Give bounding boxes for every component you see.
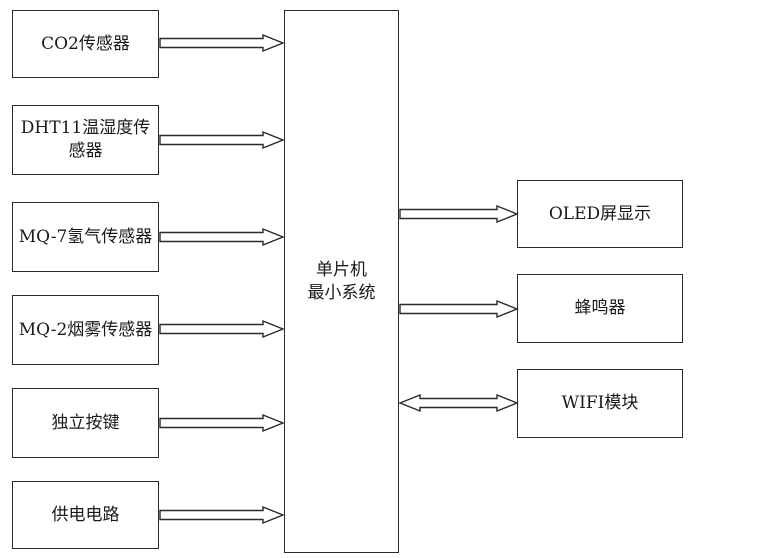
input-box-co2-sensor: CO2传感器 [12, 10, 159, 78]
output-label: WIFI模块 [561, 393, 639, 414]
input-label: MQ-2烟雾传感器 [18, 319, 153, 340]
output-label: 蜂鸣器 [574, 298, 626, 319]
input-box-dht11-sensor: DHT11温湿度传 感器 [12, 105, 159, 175]
input-label-line2: 感器 [68, 141, 103, 161]
output-box-wifi-module: WIFI模块 [517, 369, 683, 438]
arrow-power-to-mcu [159, 505, 285, 525]
arrow-mcu-wifi-bidirectional [398, 393, 519, 413]
input-label: MQ-7氢气传感器 [18, 226, 153, 247]
input-label: 独立按键 [51, 412, 120, 433]
output-box-oled-display: OLED屏显示 [517, 180, 683, 248]
mcu-box: 单片机 最小系统 [284, 10, 399, 553]
input-label: CO2传感器 [41, 33, 130, 54]
arrow-co2-to-mcu [159, 33, 285, 53]
input-label: 供电电路 [51, 504, 120, 525]
input-label-line1: DHT11温湿度传 [20, 118, 151, 139]
mcu-label-line2: 最小系统 [307, 282, 376, 303]
input-box-power-circuit: 供电电路 [12, 481, 159, 549]
output-label: OLED屏显示 [548, 203, 652, 224]
arrow-mq2-to-mcu [159, 319, 285, 339]
input-box-mq2-sensor: MQ-2烟雾传感器 [12, 295, 159, 365]
mcu-label-line1: 单片机 [316, 259, 367, 280]
arrow-keys-to-mcu [159, 413, 285, 433]
input-box-mq7-sensor: MQ-7氢气传感器 [12, 202, 159, 272]
arrow-mcu-to-buzzer [399, 299, 519, 319]
input-box-independent-keys: 独立按键 [12, 388, 159, 458]
arrow-dht11-to-mcu [159, 130, 285, 150]
arrow-mq7-to-mcu [159, 227, 285, 247]
output-box-buzzer: 蜂鸣器 [517, 274, 683, 343]
arrow-mcu-to-oled [399, 204, 519, 224]
